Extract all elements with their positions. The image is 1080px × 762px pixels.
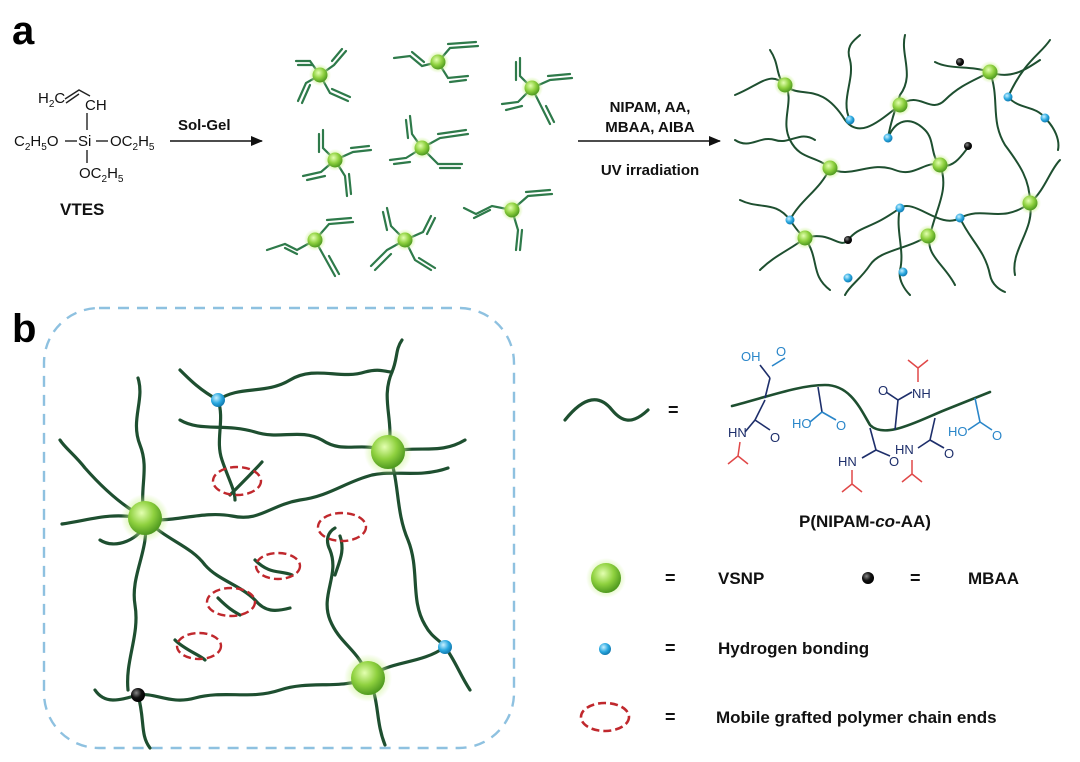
- legend-mobile-label: Mobile grafted polymer chain ends: [716, 708, 997, 727]
- o-left: O: [770, 430, 780, 445]
- hydrogel-network-b: [58, 338, 472, 750]
- vsnp-node: [344, 654, 392, 702]
- vsnp-particle: [392, 40, 480, 84]
- mobile-chain-end-ring: [316, 511, 368, 543]
- legend-hbond-label: Hydrogen bonding: [718, 639, 869, 658]
- mbaa-node: [131, 688, 145, 702]
- vtes-label: VTES: [60, 200, 104, 219]
- vsnp-node: [364, 428, 412, 476]
- mobile-chain-end-ring: [205, 586, 257, 618]
- vsnp-particle: [294, 47, 352, 105]
- vtes-right-group: OC2H5: [110, 133, 155, 153]
- sol-gel-label: Sol-Gel: [178, 117, 231, 134]
- vtes-structure: H2C CH C2H5O Si OC2H5 OC2H5 VTES: [14, 89, 155, 219]
- vsnp-particle: [369, 206, 437, 272]
- uv-irradiation-label: UV irradiation: [601, 162, 699, 179]
- legend-vsnp-label: VSNP: [718, 569, 764, 588]
- ho-mid: HO: [792, 416, 812, 431]
- legend-mbaa-icon: [862, 572, 874, 584]
- vtes-bottom-group: OC2H5: [79, 165, 124, 185]
- vsnp-node: [121, 494, 169, 542]
- vtes-si: Si: [78, 133, 91, 150]
- legend-equals-mbaa: =: [910, 568, 921, 588]
- network-dashed-box: [42, 306, 516, 750]
- hydrogel-network-a: [734, 34, 1061, 296]
- legend-mbaa-label: MBAA: [968, 569, 1019, 588]
- hn-bottom-2: HN: [895, 442, 914, 457]
- o-top: O: [878, 383, 888, 398]
- vsnp-particle-group: [265, 40, 574, 278]
- reagents-line-1: NIPAM, AA,: [610, 99, 691, 116]
- mobile-chain-end-ring: [211, 465, 263, 497]
- vsnp-particle: [265, 216, 355, 278]
- oh-label: OH: [741, 349, 761, 364]
- mobile-chain-end-ring: [175, 631, 223, 661]
- ho-right: HO: [948, 424, 968, 439]
- o-right: O: [992, 428, 1002, 443]
- vtes-vinyl-ch: CH: [85, 97, 107, 114]
- legend-equals-hbond: =: [665, 638, 676, 658]
- o-mid: O: [836, 418, 846, 433]
- o-bottom-2: O: [944, 446, 954, 461]
- legend-equals-chain: =: [668, 400, 679, 420]
- vsnp-particle: [462, 188, 554, 252]
- o-label: O: [776, 344, 786, 359]
- pnipam-co-aa-structure: OH O HN O HO O NH O HN O HN O HO O: [727, 344, 1002, 493]
- vsnp-particle: [388, 114, 470, 170]
- o-bottom-1: O: [889, 454, 899, 469]
- panel-b-letter: b: [12, 307, 36, 351]
- hn-left: HN: [728, 425, 747, 440]
- legend-chain-sample: [563, 398, 650, 422]
- legend-mobile-icon: [579, 701, 631, 733]
- legend-equals-mobile: =: [665, 707, 676, 727]
- reagents-line-2: MBAA, AIBA: [605, 119, 695, 136]
- legend-vsnp-icon: [586, 558, 626, 598]
- vtes-left-group: C2H5O: [14, 133, 58, 153]
- panel-a-letter: a: [12, 9, 35, 53]
- polymer-name: P(NIPAM-co-AA): [799, 512, 931, 531]
- legend-hbond-icon: [599, 643, 611, 655]
- nh-top: NH: [912, 386, 931, 401]
- vsnp-particle: [301, 128, 373, 198]
- hbond-node: [438, 640, 452, 654]
- hn-bottom-1: HN: [838, 454, 857, 469]
- mobile-chain-end-ring: [254, 551, 302, 581]
- vtes-vinyl-h2c: H2C: [38, 90, 65, 110]
- legend-equals-vsnp: =: [665, 568, 676, 588]
- hbond-node: [211, 393, 225, 407]
- vsnp-particle: [500, 56, 574, 126]
